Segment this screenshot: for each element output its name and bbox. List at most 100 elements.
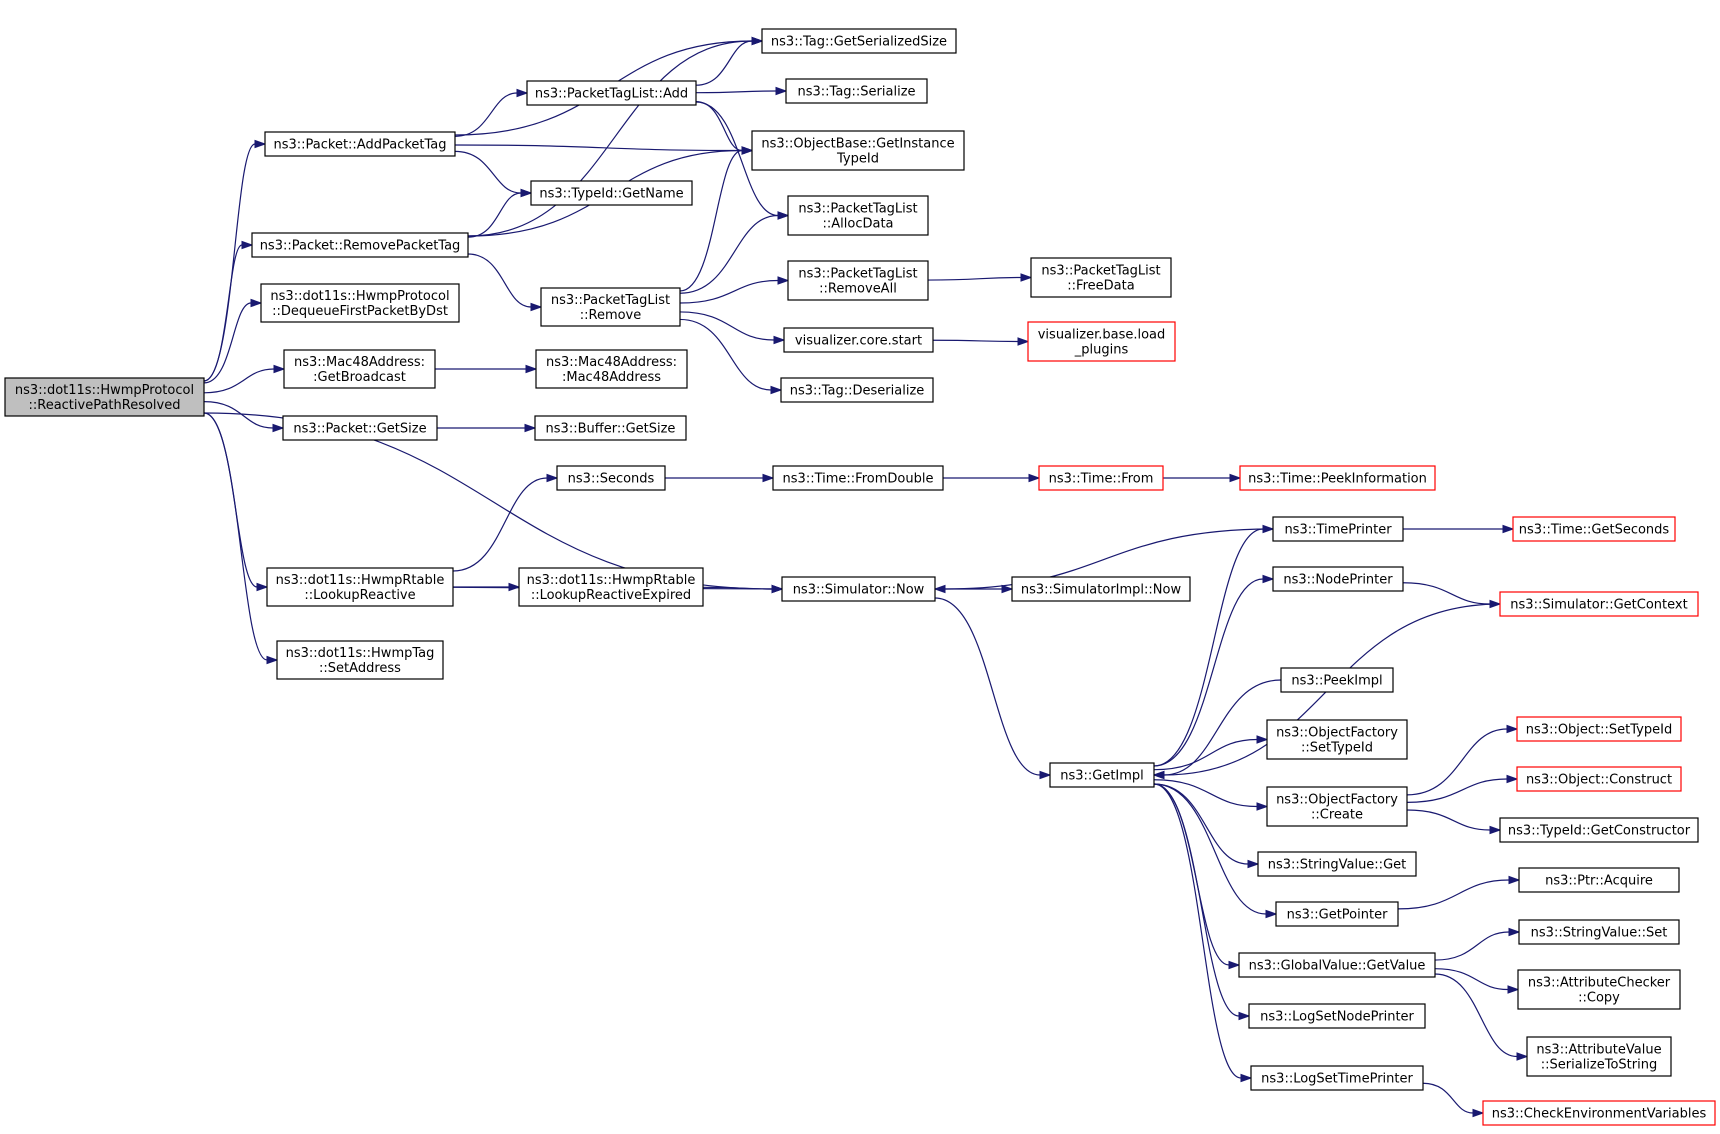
node-sim-now[interactable]: ns3::Simulator::Now <box>781 576 936 602</box>
edge-getimpl-to-getpointer <box>1153 783 1278 919</box>
node-lognodeprinter[interactable]: ns3::LogSetNodePrinter <box>1248 1003 1426 1029</box>
edge-getimpl-to-logtimeprinter <box>1153 783 1253 1083</box>
node-label: ns3::Simulator::Now <box>793 583 925 598</box>
node-vis-start[interactable]: visualizer.core.start <box>783 327 934 353</box>
node-obj-construct[interactable]: ns3::Object::Construct <box>1516 766 1682 792</box>
arrowhead <box>1229 473 1242 483</box>
node-stringvalue-set[interactable]: ns3::StringValue::Set <box>1518 919 1680 945</box>
node-box <box>781 576 936 602</box>
node-time-from[interactable]: ns3::Time::From <box>1038 465 1164 491</box>
arrowhead <box>1472 1108 1485 1118</box>
node-label: ns3::ObjectFactory <box>1276 793 1398 808</box>
node-packetgetsize[interactable]: ns3::Packet::GetSize <box>282 415 438 441</box>
node-lookupexpired[interactable]: ns3::dot11s::HwmpRtable::LookupReactiveE… <box>518 567 704 607</box>
node-checkenv[interactable]: ns3::CheckEnvironmentVariables <box>1482 1100 1716 1126</box>
node-removepackettag[interactable]: ns3::Packet::RemovePacketTag <box>251 232 469 258</box>
node-attrvalue-serialize[interactable]: ns3::AttributeValue::SerializeToString <box>1526 1036 1672 1077</box>
edge-getimpl-to-lognodeprinter <box>1153 783 1251 1021</box>
node-label: ns3::Object::Construct <box>1526 773 1672 788</box>
node-nodeprinter[interactable]: ns3::NodePrinter <box>1272 566 1404 592</box>
node-allocdata[interactable]: ns3::PacketTagList::AllocData <box>787 195 929 236</box>
arrowhead <box>1228 960 1241 970</box>
node-label: ::LookupReactive <box>304 588 415 603</box>
node-box <box>1275 901 1399 927</box>
node-timeprinter[interactable]: ns3::TimePrinter <box>1272 516 1404 542</box>
edge-removepackettag-to-typeid-getname <box>467 188 533 238</box>
node-seconds[interactable]: ns3::Seconds <box>556 465 666 491</box>
node-box <box>787 195 929 236</box>
node-gv-getvalue[interactable]: ns3::GlobalValue::GetValue <box>1238 952 1436 978</box>
node-box <box>264 131 456 157</box>
edge-line <box>927 276 1022 281</box>
edge-gv-getvalue-to-attrvalue-serialize <box>1434 973 1529 1061</box>
node-label: ns3::dot11s::HwmpRtable <box>276 573 445 588</box>
node-addpackettag[interactable]: ns3::Packet::AddPacketTag <box>264 131 456 157</box>
edge-packetgetsize-to-buffer-getsize <box>437 423 537 433</box>
edge-line <box>1153 578 1264 767</box>
node-box <box>556 465 666 491</box>
node-mac48[interactable]: ns3::Mac48Address::Mac48Address <box>535 349 688 389</box>
edge-line <box>679 279 779 304</box>
arrowhead <box>770 385 783 395</box>
edge-line <box>203 302 252 384</box>
node-removeall[interactable]: ns3::PacketTagList::RemoveAll <box>787 260 929 301</box>
arrowhead <box>933 584 946 594</box>
node-tag-serialize[interactable]: ns3::Tag::Serialize <box>785 78 928 104</box>
node-buffer-getsize[interactable]: ns3::Buffer::GetSize <box>534 415 687 441</box>
node-root[interactable]: ns3::dot11s::HwmpProtocol::ReactivePathR… <box>4 377 205 417</box>
node-of-create[interactable]: ns3::ObjectFactory::Create <box>1266 786 1408 827</box>
node-peekinfo[interactable]: ns3::Time::PeekInformation <box>1239 465 1436 491</box>
arrowhead <box>530 302 543 312</box>
node-of-settypeid[interactable]: ns3::ObjectFactory::SetTypeId <box>1266 719 1408 760</box>
node-label: ns3::dot11s::HwmpRtable <box>527 573 696 588</box>
edge-line <box>203 244 243 382</box>
node-vis-load[interactable]: visualizer.base.load_plugins <box>1027 321 1176 362</box>
edge-line <box>695 40 753 86</box>
node-lookupreactive[interactable]: ns3::dot11s::HwmpRtable::LookupReactive <box>266 567 454 607</box>
node-sim-getcontext[interactable]: ns3::Simulator::GetContext <box>1499 591 1699 617</box>
arrowhead <box>777 211 790 220</box>
edge-gv-getvalue-to-stringvalue-set <box>1434 927 1521 961</box>
node-tag-getserializedsize[interactable]: ns3::Tag::GetSerializedSize <box>761 28 957 54</box>
node-label: ns3::LogSetNodePrinter <box>1260 1010 1414 1025</box>
node-freedata[interactable]: ns3::PacketTagList::FreeData <box>1030 257 1172 298</box>
arrowhead <box>1262 524 1275 534</box>
node-ptr-acquire[interactable]: ns3::Ptr::Acquire <box>1518 867 1680 893</box>
node-typeid-getname[interactable]: ns3::TypeId::GetName <box>530 180 693 206</box>
node-ptl-add[interactable]: ns3::PacketTagList::Add <box>526 80 697 106</box>
node-label: ns3::AttributeValue <box>1536 1043 1661 1058</box>
node-attrchecker-copy[interactable]: ns3::AttributeChecker::Copy <box>1517 969 1681 1010</box>
node-box <box>1516 716 1682 742</box>
node-label: visualizer.core.start <box>795 334 922 349</box>
node-logtimeprinter[interactable]: ns3::LogSetTimePrinter <box>1250 1065 1424 1091</box>
node-label: ns3::dot11s::HwmpTag <box>286 646 435 661</box>
node-getbroadcast[interactable]: ns3::Mac48Address::GetBroadcast <box>283 349 436 389</box>
arrowhead <box>508 582 521 592</box>
node-simimpl-now[interactable]: ns3::SimulatorImpl::Now <box>1011 576 1191 602</box>
edge-line <box>679 311 775 341</box>
node-time-fromdouble[interactable]: ns3::Time::FromDouble <box>772 465 944 491</box>
node-tag-deserialize[interactable]: ns3::Tag::Deserialize <box>780 377 934 403</box>
edge-root-to-lookupreactive <box>203 412 269 592</box>
node-peekimpl[interactable]: ns3::PeekImpl <box>1280 667 1394 693</box>
node-getimpl[interactable]: ns3::GetImpl <box>1049 762 1155 788</box>
node-typeid-getconstructor[interactable]: ns3::TypeId::GetConstructor <box>1499 817 1699 843</box>
node-dequeue[interactable]: ns3::dot11s::HwmpProtocol::DequeueFirstP… <box>260 283 460 323</box>
node-label: ns3::PacketTagList::Add <box>535 87 688 102</box>
node-box <box>761 28 957 54</box>
edge-line <box>1397 879 1510 910</box>
edge-line <box>1406 809 1491 831</box>
node-obj-settypeid[interactable]: ns3::Object::SetTypeId <box>1516 716 1682 742</box>
node-label: ns3::SimulatorImpl::Now <box>1021 583 1182 598</box>
node-stringvalue-get[interactable]: ns3::StringValue::Get <box>1257 851 1417 877</box>
node-ptl-remove[interactable]: ns3::PacketTagList::Remove <box>540 287 681 327</box>
node-time-getseconds[interactable]: ns3::Time::GetSeconds <box>1512 516 1676 542</box>
edge-timeprinter-to-time-getseconds <box>1403 524 1515 534</box>
node-box <box>526 80 697 106</box>
node-label: ::LookupReactiveExpired <box>531 588 691 603</box>
node-label: ns3::Mac48Address: <box>546 355 677 370</box>
node-label: ns3::TypeId::GetName <box>539 187 683 202</box>
node-getpointer[interactable]: ns3::GetPointer <box>1275 901 1399 927</box>
node-setaddress[interactable]: ns3::dot11s::HwmpTag::SetAddress <box>276 640 444 680</box>
